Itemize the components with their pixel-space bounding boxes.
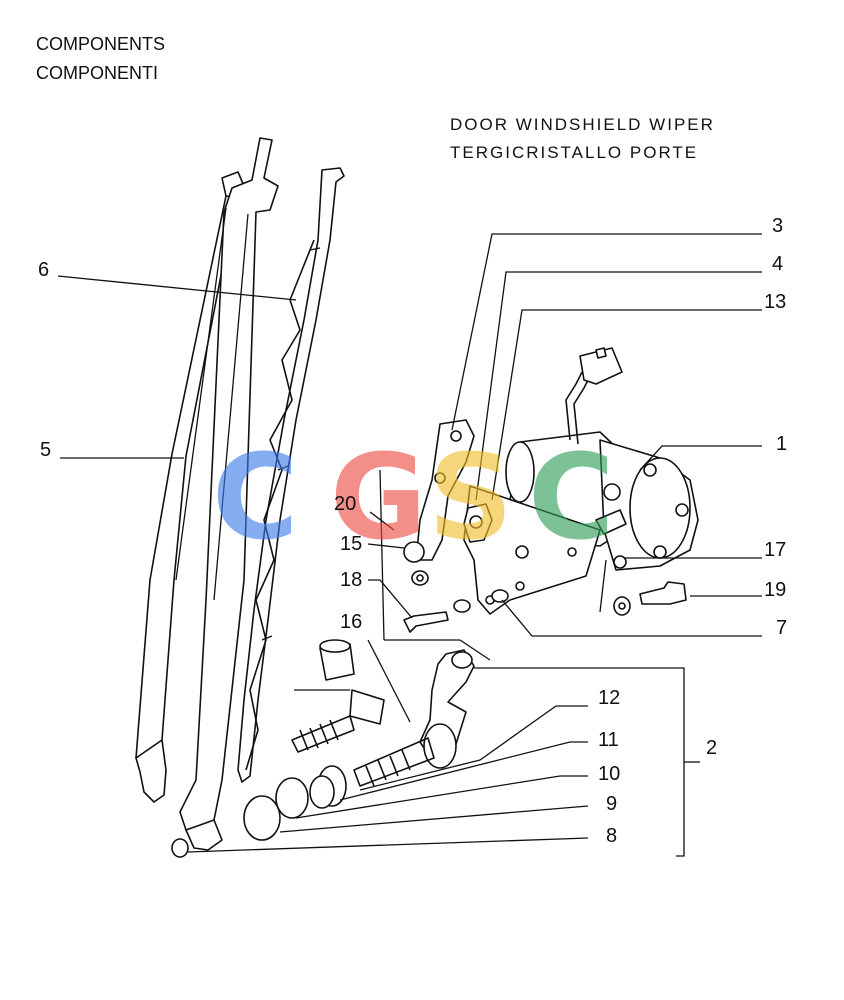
watermark-letter-g: G — [330, 428, 427, 566]
watermark-letter-c2: C — [528, 428, 615, 566]
assembly-guide-lines — [379, 469, 607, 661]
section-heading-italian: COMPONENTI — [36, 63, 159, 83]
watermark-logo: C G S C — [212, 428, 615, 566]
callout-16: 16 — [340, 611, 362, 633]
fasteners-group — [403, 541, 687, 633]
section-heading-english: COMPONENTS — [36, 34, 166, 54]
callout-6: 6 — [38, 259, 49, 281]
wiper-arm-part-5 — [135, 137, 279, 851]
callout-2: 2 — [706, 737, 717, 759]
callout-11: 11 — [598, 729, 619, 751]
callout-19: 19 — [764, 579, 786, 601]
callout-12: 12 — [598, 687, 620, 709]
callout-7: 7 — [776, 617, 787, 639]
callout-5: 5 — [40, 439, 51, 461]
callout-9: 9 — [606, 793, 617, 815]
callout-8: 8 — [606, 825, 617, 847]
callout-4: 4 — [772, 253, 783, 275]
callout-20: 20 — [334, 493, 356, 515]
wiper-blade-part-6 — [237, 167, 345, 783]
spindle-assembly-part-2 — [171, 639, 475, 858]
diagram-title-english: DOOR WINDSHIELD WIPER — [450, 115, 715, 134]
callout-15: 15 — [340, 533, 362, 555]
callout-numbers: 3 4 13 1 17 19 7 6 5 20 15 18 16 2 12 11… — [38, 215, 787, 847]
callout-10: 10 — [598, 763, 620, 785]
callout-3: 3 — [772, 215, 783, 237]
callout-13: 13 — [764, 291, 786, 313]
callout-17: 17 — [764, 539, 786, 561]
watermark-letter-s: S — [428, 428, 513, 566]
watermark-letter-c1: C — [212, 428, 299, 566]
callout-18: 18 — [340, 569, 362, 591]
callout-1: 1 — [776, 433, 787, 455]
diagram-title-italian: TERGICRISTALLO PORTE — [450, 143, 699, 162]
mounting-plate-part-4 — [415, 419, 627, 615]
callout-leaders — [57, 233, 762, 857]
